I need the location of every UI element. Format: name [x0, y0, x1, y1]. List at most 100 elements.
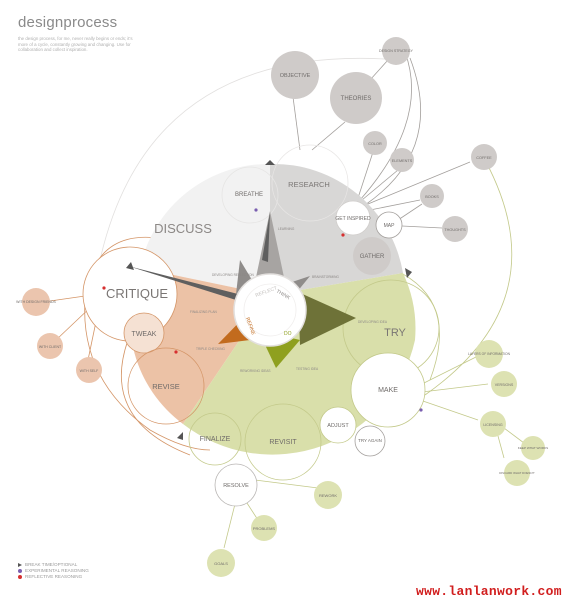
label-finalizing-plan: FINALIZING PLAN — [190, 310, 217, 314]
node-revise-label: REVISE — [152, 382, 180, 391]
phase-try-label: TRY — [384, 327, 406, 339]
label-testing-idea: TESTING IDEA — [296, 367, 319, 371]
node-layers-circle — [475, 340, 503, 368]
triangle-icon — [18, 563, 22, 567]
node-map-label: MAP — [384, 223, 396, 229]
line-resolve-problems — [244, 499, 259, 521]
line-revise-loop — [120, 339, 191, 456]
legend-item-break: BREAK TIME/OPTIONAL — [18, 562, 89, 568]
node-thoughts-label: THOUGHTS — [444, 228, 466, 232]
line-make-layers — [419, 355, 479, 386]
node-goals-label: GOALS — [214, 561, 228, 566]
line-map-thoughts — [401, 225, 443, 229]
phase-research-label: RESEARCH — [288, 180, 330, 189]
break-marker-4 — [177, 432, 183, 440]
node-breathe-label: BREATHE — [235, 192, 263, 198]
label-developing-idea: DEVELOPING IDEA — [358, 320, 388, 324]
legend-label: REFLECTIVE REASONING — [25, 574, 83, 579]
node-keep-label: KEEP WHAT WORKS — [518, 446, 548, 450]
line-resolve-goals — [223, 499, 237, 549]
node-books-label: BOOKS — [425, 195, 439, 199]
line-getinspired-coffee — [367, 161, 471, 205]
arrow-critique-left — [128, 266, 238, 300]
line-map-books — [397, 203, 423, 221]
node-breathe-circle — [221, 166, 279, 224]
node-discard-circle — [504, 460, 530, 486]
node-friends-label: WITH DESIGN FRIENDS — [16, 300, 56, 304]
node-rework-circle — [314, 481, 342, 509]
hub-do-label: DO — [284, 331, 292, 337]
line-strategy-getinspired — [359, 51, 412, 201]
phase-labels: DISCUSS RESEARCH CRITIQUE TRY — [106, 180, 407, 339]
node-adjust-circle — [319, 406, 357, 444]
node-resolve-label: RESOLVE — [223, 483, 249, 489]
phase-discuss-label: DISCUSS — [154, 221, 212, 236]
line-research-objective — [292, 96, 301, 151]
legend-label: BREAK TIME/OPTIONAL — [25, 562, 78, 567]
node-self-label: WITH SELF — [80, 369, 99, 373]
node-layers-label: LAYERS OF INFORMATION — [468, 352, 511, 356]
node-research-circle — [271, 144, 349, 222]
break-marker-1 — [265, 160, 275, 165]
node-circles — [22, 37, 545, 577]
line-getinspired-books — [369, 199, 421, 211]
label-developing-reflection: DEVELOPING REFLECTION — [212, 273, 254, 277]
node-theories-circle — [330, 72, 382, 124]
node-keep-circle — [521, 436, 545, 460]
label-brainstorming: BRAINSTORMING — [312, 275, 339, 279]
node-theories-label: THEORIES — [341, 96, 372, 102]
hub-circle — [233, 273, 307, 347]
line-strategy-getinspired-2 — [364, 57, 422, 206]
node-gather-label: GATHER — [360, 254, 385, 260]
node-get-inspired-circle — [335, 200, 371, 236]
experimental-dot-1 — [254, 208, 258, 212]
label-triple-checking: TRIPLE CHECKING — [196, 347, 225, 351]
node-objective-label: OBJECTIVE — [280, 73, 311, 79]
watermark: www.lanlanwork.com — [416, 584, 562, 599]
node-gather-circle — [353, 237, 391, 275]
line-make-licensing — [419, 399, 479, 421]
node-coffee-label: COFFEE — [476, 156, 492, 160]
node-get-inspired-label: GET INSPIRED — [335, 216, 371, 222]
markers — [102, 160, 423, 440]
break-marker-3 — [405, 268, 412, 278]
node-books-circle — [420, 184, 444, 208]
node-licensing-circle — [480, 411, 506, 437]
node-resolve-circle — [214, 463, 258, 507]
line-theories-strategy — [369, 59, 389, 81]
node-adjust-label: ADJUST — [327, 423, 349, 429]
node-strategy-label: DESIGN STRATEGY — [379, 49, 413, 53]
node-versions-circle — [491, 371, 517, 397]
arrow-discuss-line — [262, 212, 270, 262]
line-critique-loop — [84, 236, 211, 451]
node-color-circle — [363, 131, 387, 155]
line-licensing-keep — [503, 427, 525, 444]
line-resolve-rework — [254, 479, 319, 489]
node-tweak-circle — [123, 312, 165, 354]
node-revise-circle — [127, 347, 205, 425]
node-elements-label: ELEMENTS — [392, 159, 413, 163]
node-labels: OBJECTIVE THEORIES DESIGN STRATEGY COLOR… — [16, 49, 548, 566]
line-make-versions — [421, 383, 489, 393]
node-versions-label: VERSIONS — [495, 383, 514, 387]
node-goals-circle — [207, 549, 235, 577]
label-reworking-ideas: REWORKING IDEAS — [240, 369, 270, 373]
node-elements-circle — [390, 148, 414, 172]
reflective-dot-1 — [341, 233, 345, 237]
line-licensing-discard — [497, 435, 505, 459]
node-revisit-label: REVISIT — [269, 439, 297, 446]
node-coffee-circle — [471, 144, 497, 170]
legend: BREAK TIME/OPTIONAL EXPERIMENTAL REASONI… — [18, 562, 89, 580]
node-make-circle — [350, 352, 426, 428]
node-revisit-circle — [244, 403, 322, 481]
node-map-circle — [375, 211, 403, 239]
node-design-strategy-circle — [382, 37, 410, 65]
node-client-label: WITH CLIENT — [39, 345, 62, 349]
sector-discuss — [140, 163, 270, 295]
legend-item-reflective: REFLECTIVE REASONING — [18, 574, 89, 580]
reflective-dot-3 — [174, 350, 178, 354]
hub-inner-ring — [243, 283, 297, 337]
node-try-again-label: TRY AGAIN — [358, 438, 382, 443]
dot-icon — [18, 575, 22, 579]
